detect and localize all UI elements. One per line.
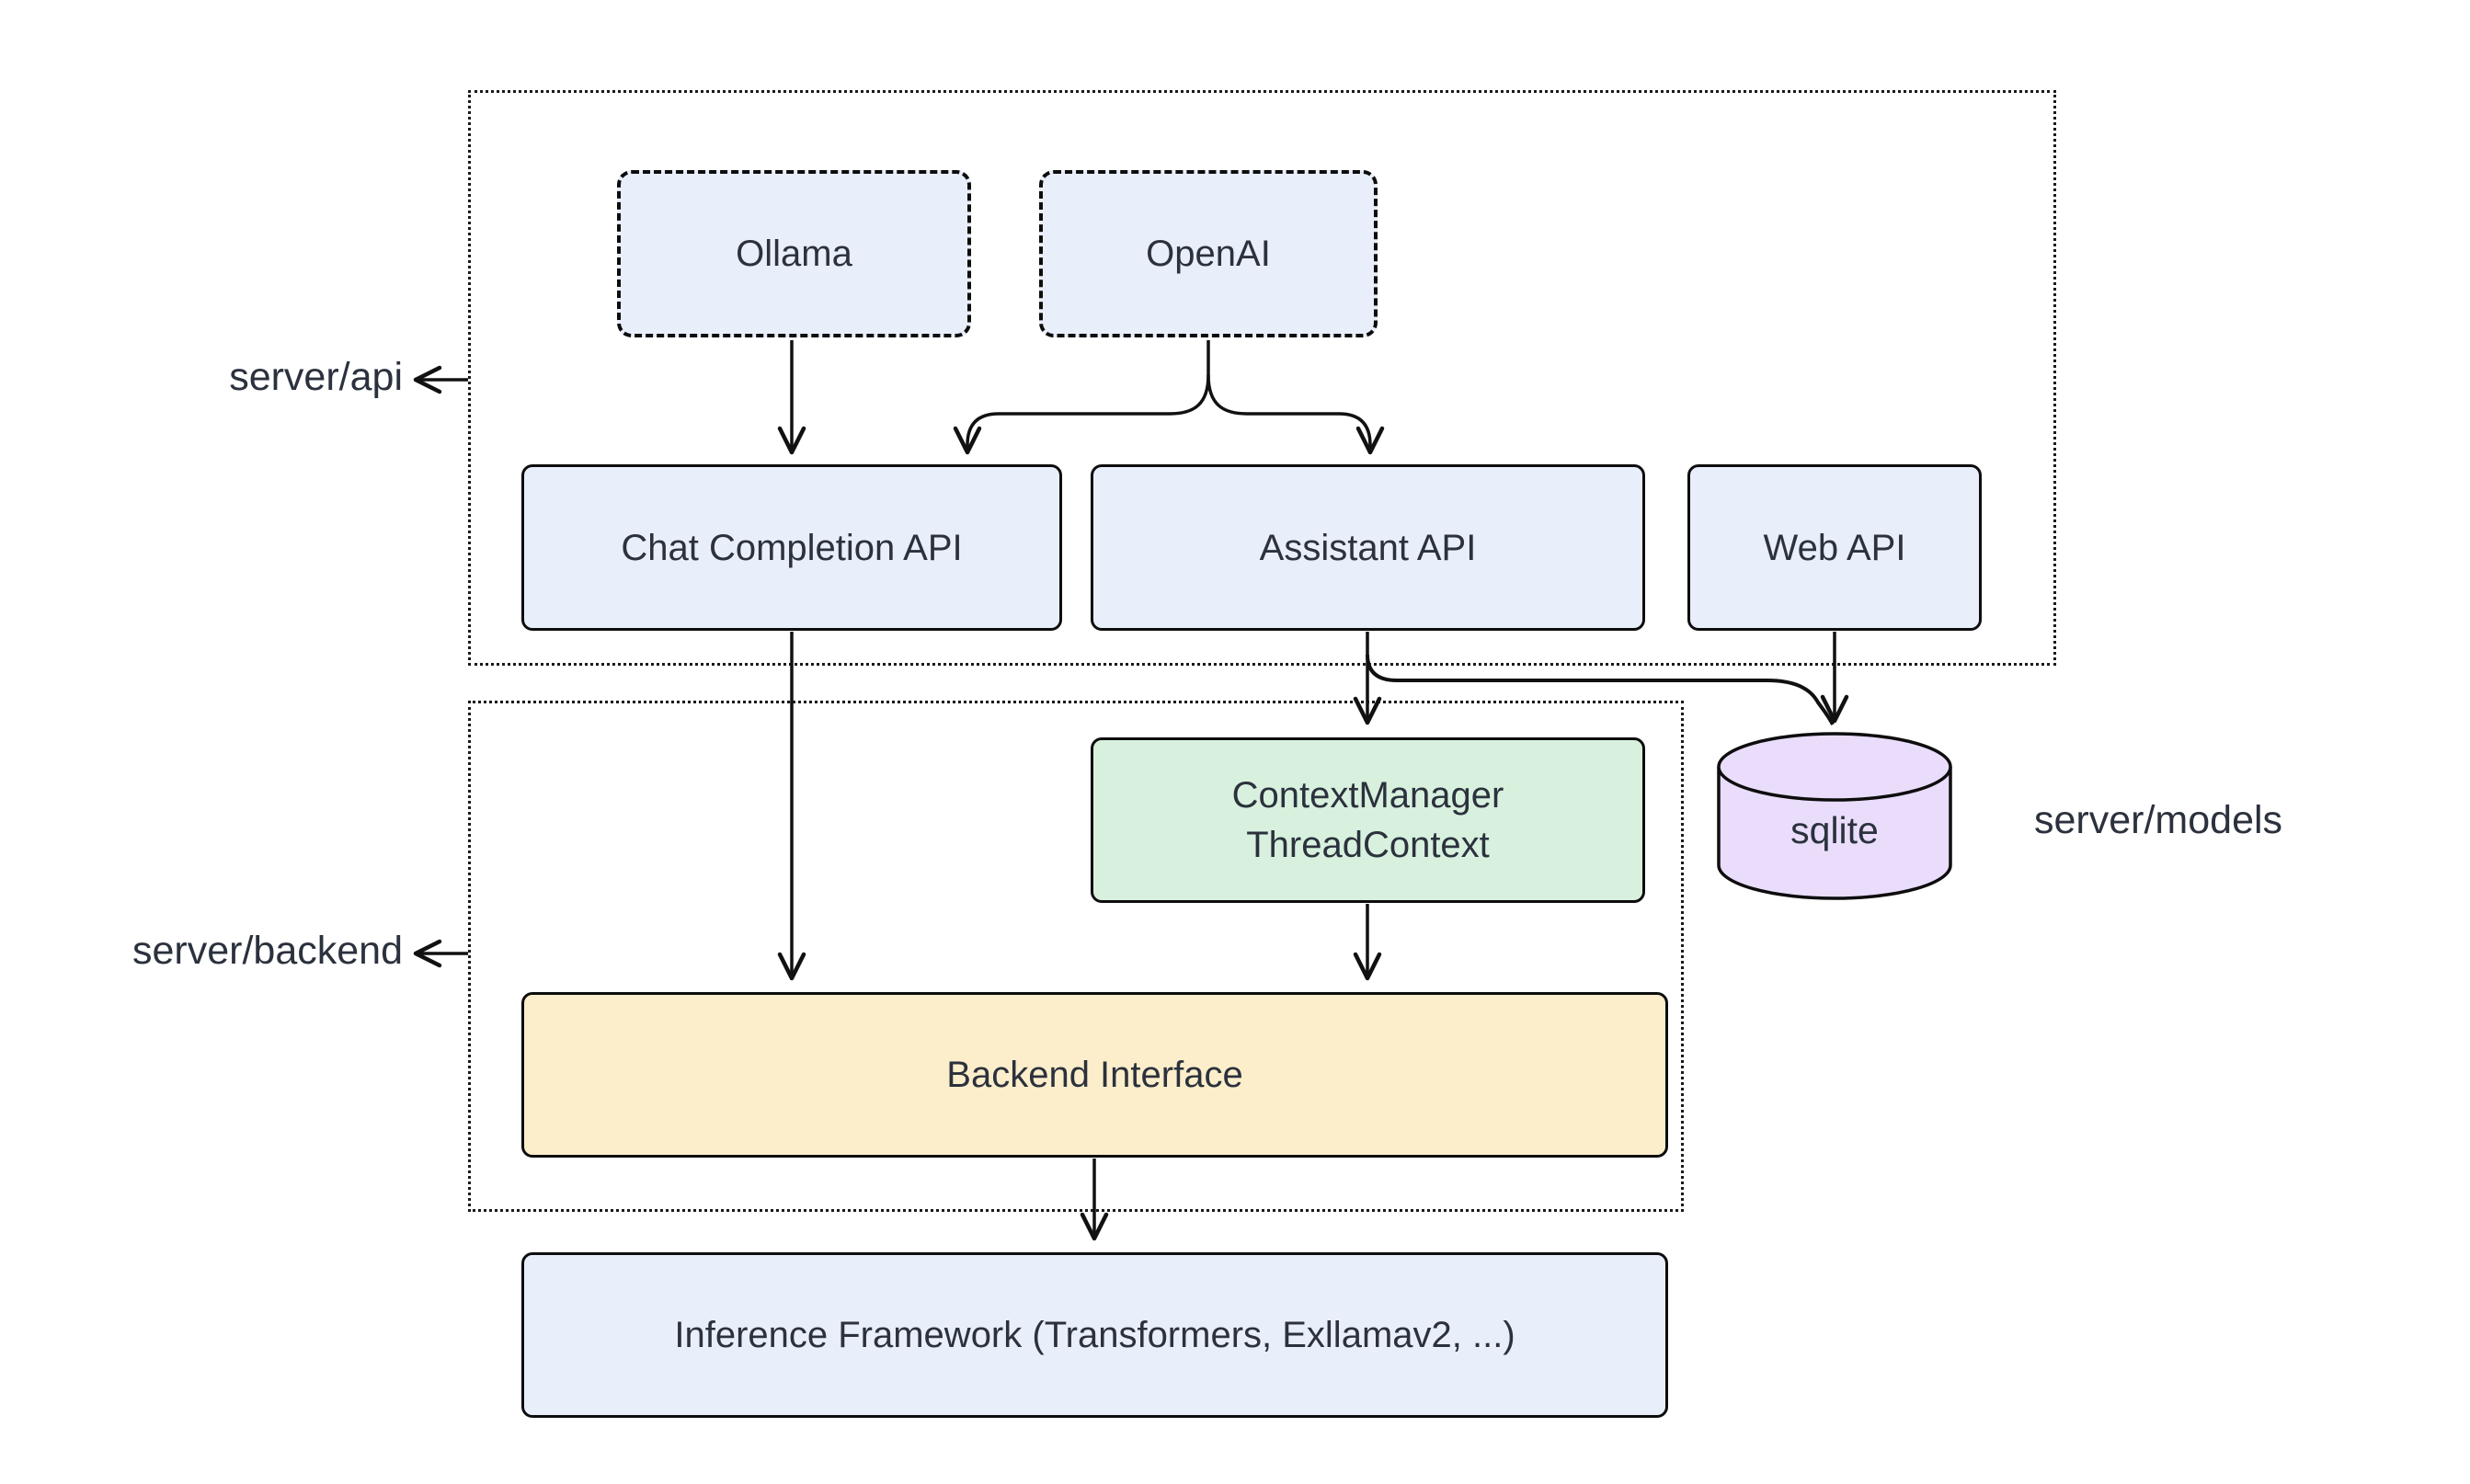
node-context-manager: ContextManager ThreadContext — [1091, 737, 1645, 903]
node-chat-completion-api: Chat Completion API — [521, 464, 1062, 631]
label-server-models: server/models — [2034, 798, 2283, 842]
node-ollama: Ollama — [617, 170, 971, 337]
node-context-manager-line2: ThreadContext — [1246, 825, 1490, 865]
node-openai: OpenAI — [1039, 170, 1378, 337]
node-sqlite-label: sqlite — [1790, 809, 1879, 851]
node-inference-framework: Inference Framework (Transformers, Exlla… — [521, 1252, 1668, 1418]
label-server-api: server/api — [229, 355, 403, 399]
container-server-backend — [468, 701, 1684, 1212]
node-inference-framework-label: Inference Framework (Transformers, Exlla… — [674, 1315, 1515, 1355]
sqlite-cylinder-top — [1717, 732, 1952, 802]
label-server-backend: server/backend — [132, 929, 403, 973]
node-backend-interface: Backend Interface — [521, 992, 1668, 1158]
node-chat-completion-api-label: Chat Completion API — [621, 527, 963, 568]
node-assistant-api: Assistant API — [1091, 464, 1645, 631]
node-openai-label: OpenAI — [1146, 234, 1271, 274]
node-web-api: Web API — [1687, 464, 1982, 631]
node-backend-interface-label: Backend Interface — [946, 1055, 1243, 1095]
container-server-api — [468, 90, 2056, 666]
node-assistant-api-label: Assistant API — [1259, 527, 1477, 568]
node-ollama-label: Ollama — [736, 234, 852, 274]
node-web-api-label: Web API — [1763, 527, 1906, 568]
node-context-manager-line1: ContextManager — [1231, 775, 1504, 816]
